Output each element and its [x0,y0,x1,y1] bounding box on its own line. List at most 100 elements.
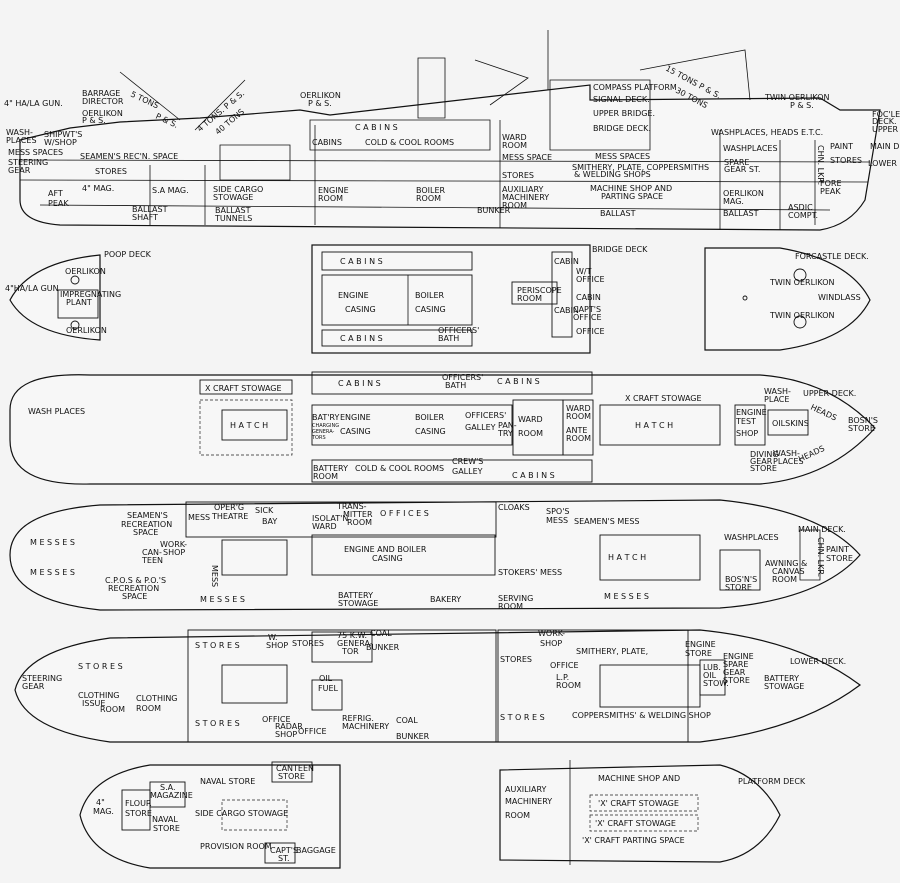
bridge-label: OFFICE [573,313,602,322]
main-label: CHN. LKR. [816,537,825,577]
main-label: WASHPLACES [724,533,779,542]
profile-label: TWIN OERLIKON [764,93,830,102]
profile-label: OERLIKON [300,91,341,100]
profile-label: MESS SPACES [8,148,63,157]
upper-label: H A T C H [230,421,268,430]
main-label: CASING [372,554,403,563]
bridge-label: BATH [438,334,459,343]
lower-label: STORES [292,639,324,648]
lower-label: S T O R E S [500,713,545,722]
lower-label: OIL [703,671,717,680]
profile-label: STORES [95,167,127,176]
profile-label: AUXILIARY [502,185,544,194]
main-label: STOWAGE [338,599,378,608]
profile-label: SEAMEN'S REC'N. SPACE [80,152,178,161]
lower-label: STORES [500,655,532,664]
main-label: STORE [725,583,752,592]
profile-label: PEAK [820,187,841,196]
profile-label: MACHINE SHOP AND [590,184,672,193]
lower-label: REFRIG. [342,714,374,723]
profile-label: S.A MAG. [152,186,189,195]
main-label: SERVING [498,594,533,603]
profile-label: UPPER BRIDGE. [593,109,655,118]
hold-label: NAVAL [152,815,178,824]
forecastle-label: TWIN OERLIKON [769,311,835,320]
main-label: BAKERY [430,595,461,604]
profile-label: BOILER [416,186,446,195]
platform-label: AUXILIARY [505,785,547,794]
main-label: STOKERS' MESS [498,568,562,577]
bridge-label: CASING [415,305,446,314]
bridge-label: C A B I N S [340,334,383,343]
lower-label: CLOTHING [136,694,178,703]
profile-label: OERLIKON [723,189,764,198]
upper-label: PLACE [764,395,789,404]
main-label: SPACE [133,528,158,537]
lower-label: COAL [370,629,392,638]
upper-label: STORE [750,464,777,473]
profile-elevation: 4" HA/LA GUN. BARRAGE DIRECTOR 5 TONS P … [4,30,900,231]
upper-label: GALLEY [465,423,496,432]
hold-label: FLOUR [125,799,152,808]
main-label: ENGINE AND BOILER [344,545,427,554]
poop-label: POOP DECK [104,250,152,259]
bridge-label: C A B I N S [340,257,383,266]
bridge-label: BRIDGE DECK [592,245,648,254]
upper-label: ANTE [566,426,587,435]
profile-label: PEAK [48,199,69,208]
lower-label: COAL [396,716,418,725]
profile-label: PARTING SPACE [601,192,663,201]
upper-label: WARD [566,404,591,413]
main-label: BOS'N'S [725,575,757,584]
upper-label: CREW'S [452,457,483,466]
profile-label: P & S. [790,101,814,110]
lower-label: OFFICE [298,727,327,736]
bridge-label: ENGINE [338,291,369,300]
profile-label: FORE [820,179,842,188]
hold-label: SIDE CARGO STOWAGE [195,809,288,818]
lower-label: GENERA- [337,639,373,648]
lower-label: WORK- [538,629,565,638]
profile-label: SIGNAL DECK. [593,95,650,104]
upper-label: TORS [311,435,326,441]
upper-label: WASH- [764,387,791,396]
lower-label: ENGINE [685,640,716,649]
bridge-label: ROOM [517,294,542,303]
hold-label: MAGAZINE [150,791,193,800]
profile-label: BALLAST [723,209,759,218]
lower-label: L.P. [556,673,569,682]
upper-label: BAT'RY [312,413,339,422]
upper-label: ENGINE [340,413,371,422]
profile-label: GEAR [8,166,31,175]
platform-label: 'X' CRAFT STOWAGE [595,819,676,828]
lower-label: OFFICE [262,715,291,724]
upper-label: STORE [848,424,875,433]
profile-label: 4" MAG. [82,184,114,193]
profile-label: BALLAST [600,209,636,218]
lower-label: ISSUE [82,699,105,708]
upper-label: C A B I N S [338,379,381,388]
hold-label: PROVISION ROOM [200,842,272,851]
upper-label: OFFICERS' [465,411,506,420]
lower-label: CLOTHING [78,691,120,700]
upper-label: X CRAFT STOWAGE [625,394,702,403]
upper-label: CASING [415,427,446,436]
upper-label: CASING [340,427,371,436]
profile-label: C A B I N S [355,123,398,132]
hold-label: NAVAL STORE [200,777,255,786]
profile-label: WASHPLACES [723,144,778,153]
profile-label: ASDIC [788,203,813,212]
lower-label: ROOM [136,704,161,713]
upper-label: ROOM [566,412,591,421]
bridge-label: CABIN [554,306,579,315]
main-label: CAN- [142,548,162,557]
main-label: MESS [546,516,568,525]
profile-label: W/SHOP [44,138,77,147]
bridge-label: OFFICE [576,275,605,284]
lower-label: OIL [319,674,333,683]
poop-label: OERLIKON [66,326,107,335]
profile-label: BUNKER [477,206,511,215]
main-deck-plan: M E S S E S M E S S E S SEAMEN'S RECREAT… [9,499,861,611]
profile-label: COMPT. [788,211,818,220]
main-label: H A T C H [608,553,646,562]
